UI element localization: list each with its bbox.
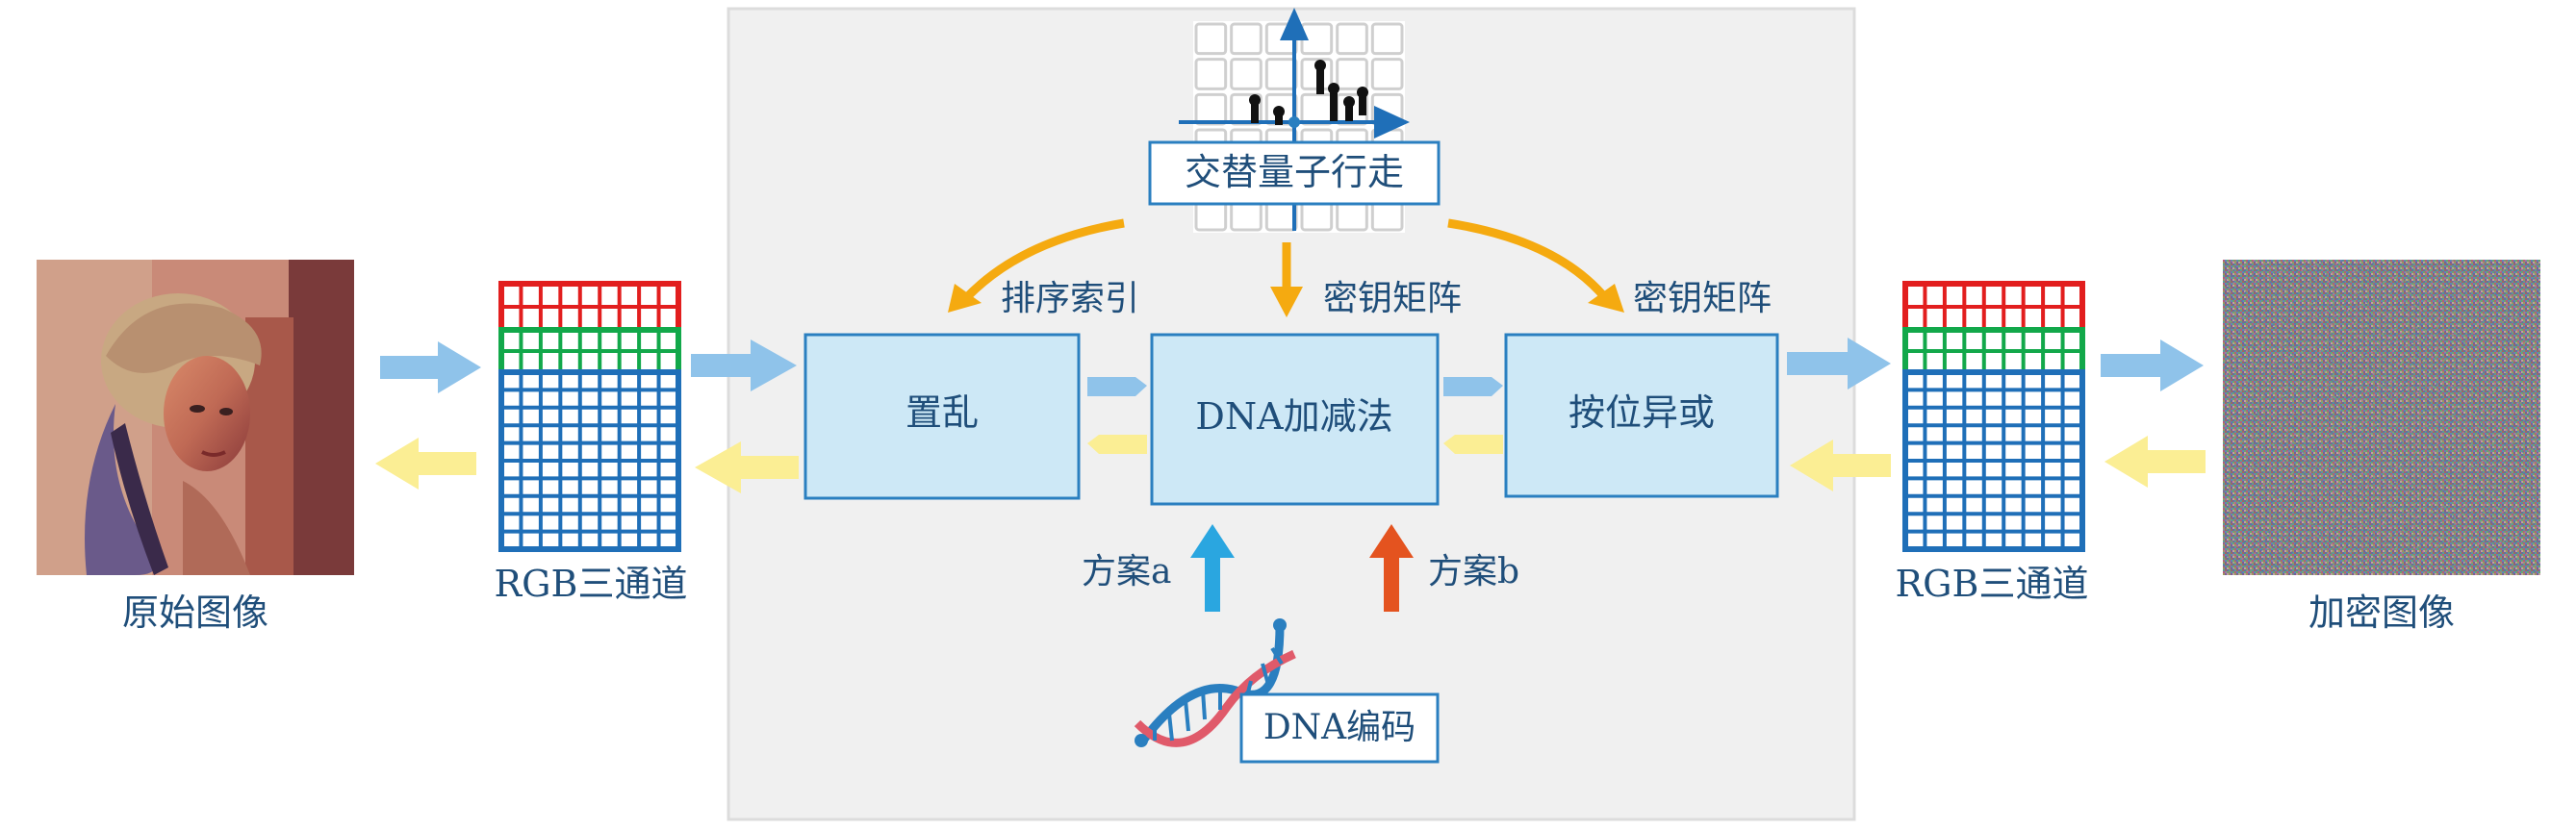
arrow-forward-3 [1787,338,1891,390]
key-matrix-label-1: 密钥矩阵 [1323,279,1462,318]
rgb-right-label: RGB三通道 [1896,563,2089,605]
sort-index-label: 排序索引 [1001,279,1139,318]
arrow-backward-2 [695,441,799,493]
dna-encoding-box [1239,692,1440,764]
arrow-forward-4 [2101,340,2204,391]
arrow-backward-4 [2104,436,2206,488]
connector-backward-1 [1087,435,1147,454]
connector-forward-1 [1087,377,1147,396]
key-arrow-left-head [948,284,982,313]
dna-encoding-label: DNA编码 [1263,708,1416,747]
rgb-grid-left [498,281,681,552]
dna-arith-box [1150,333,1440,506]
red-channel [1902,281,2085,333]
permutation-box [803,333,1081,500]
dna-arith-label: DNA加减法 [1195,395,1392,438]
quantum-walk-box [1148,140,1441,206]
key-arrow-center-head [1270,287,1303,317]
xor-box [1504,333,1779,498]
green-channel [1902,327,2085,375]
xor-label: 按位异或 [1569,391,1715,434]
key-arrow-right [1447,218,1611,303]
encrypted-image-noise [2223,260,2540,575]
red-channel [498,281,681,333]
key-matrix-label-2: 密钥矩阵 [1633,279,1772,318]
rgb-left-label: RGB三通道 [495,563,688,605]
rgb-grid-right [1902,281,2085,552]
scheme-a-label: 方案a [1082,552,1171,591]
connector-forward-2 [1443,377,1503,396]
key-arrow-right-head [1588,284,1624,313]
arrow-backward-3 [1790,440,1891,491]
scheme-b-arrow [1369,524,1414,612]
encrypted-image-label: 加密图像 [2308,591,2455,634]
permutation-label: 置乱 [905,391,979,434]
arrow-forward-1 [380,341,481,393]
original-image-label: 原始图像 [122,591,268,634]
arrow-forward-2 [691,340,797,391]
scheme-b-label: 方案b [1428,552,1519,591]
arrow-backward-1 [375,438,476,490]
blue-channel [498,369,681,552]
original-image-photo [37,260,354,575]
green-channel [498,327,681,375]
quantum-walk-label: 交替量子行走 [1185,151,1404,193]
key-arrow-left [960,218,1125,304]
connector-backward-2 [1443,435,1503,454]
blue-channel [1902,369,2085,552]
scheme-a-arrow [1190,524,1235,612]
